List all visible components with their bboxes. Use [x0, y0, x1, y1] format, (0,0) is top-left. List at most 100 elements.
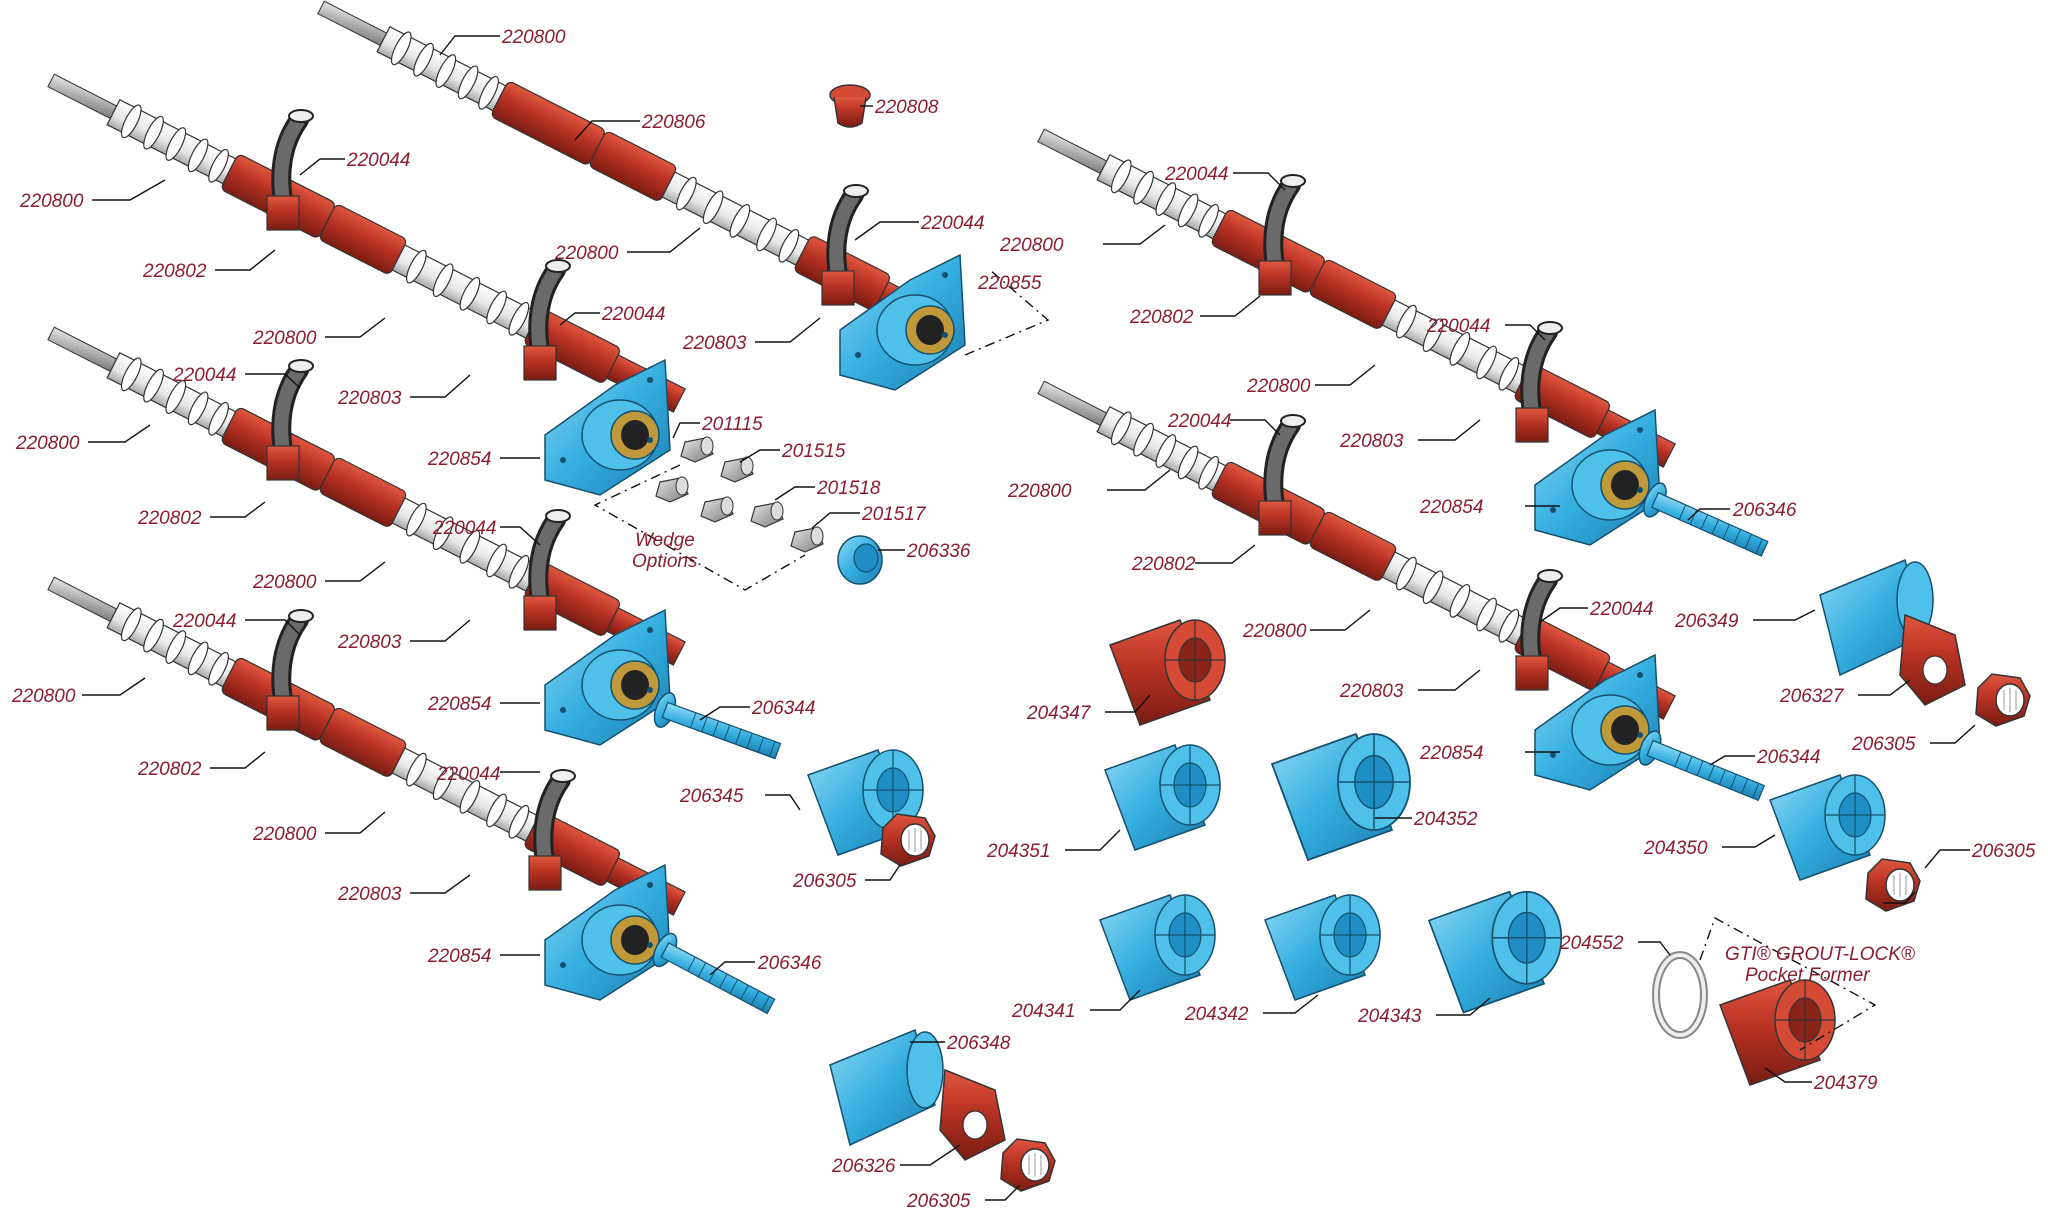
label-201115: 201115 — [701, 414, 763, 435]
dash-wedge — [593, 464, 806, 591]
label-220044-k: 220044 — [1589, 599, 1653, 620]
insert-206326 — [939, 1068, 1006, 1161]
ring-204552 — [1652, 951, 1708, 1039]
bolt-206346-right — [1638, 479, 1773, 567]
label-220854-e: 220854 — [1419, 743, 1483, 764]
label-220800-g: 220800 — [11, 686, 76, 707]
label-204347: 204347 — [1026, 703, 1092, 724]
label-220800-a: 220800 — [501, 27, 566, 48]
label-220854-a: 220854 — [427, 449, 491, 470]
label-206344-a: 206344 — [751, 698, 815, 719]
pocket-204342 — [1264, 894, 1381, 1001]
label-220044-f: 220044 — [172, 611, 236, 632]
label-206305-c: 206305 — [1851, 734, 1916, 755]
label-220800-i: 220800 — [999, 235, 1064, 256]
pocket-204341 — [1099, 894, 1216, 1001]
pocket-204352 — [1271, 733, 1411, 861]
capnut-206305-a — [880, 813, 936, 867]
grout-lock-204379 — [1719, 979, 1836, 1086]
label-220803-b: 220803 — [337, 388, 402, 409]
label-220800-c: 220800 — [554, 243, 619, 264]
label-220802-e: 220802 — [1131, 554, 1196, 575]
label-206326: 206326 — [831, 1156, 896, 1177]
label-220855: 220855 — [977, 273, 1042, 294]
label-206305-b: 206305 — [906, 1191, 971, 1212]
label-220044-g: 220044 — [436, 764, 500, 785]
label-204341: 204341 — [1011, 1001, 1075, 1022]
label-220808: 220808 — [874, 97, 939, 118]
capnut-206305-b — [1000, 1138, 1056, 1192]
cap-220808 — [829, 84, 871, 128]
label-220803-f: 220803 — [1339, 681, 1404, 702]
label-204343: 204343 — [1357, 1006, 1422, 1027]
label-220803-a: 220803 — [682, 333, 747, 354]
label-220803-e: 220803 — [1339, 431, 1404, 452]
insert-206327 — [1899, 613, 1966, 706]
label-220802-d: 220802 — [1129, 307, 1194, 328]
label-206346-b: 206346 — [1732, 500, 1797, 521]
label-204351: 204351 — [986, 841, 1050, 862]
label-220802-c: 220802 — [137, 759, 202, 780]
former-206348 — [829, 1028, 944, 1147]
label-220800-j: 220800 — [1246, 376, 1311, 397]
capnut-206305-c — [1975, 673, 2031, 727]
label-206345: 206345 — [679, 786, 744, 807]
leader-lines — [82, 35, 1976, 1201]
label-204379: 204379 — [1813, 1073, 1878, 1094]
dash-220855 — [964, 269, 1050, 356]
label-220854-b: 220854 — [427, 694, 491, 715]
label-220800-d: 220800 — [252, 328, 317, 349]
label-220044-d: 220044 — [172, 365, 236, 386]
label-206305-d: 206305 — [1971, 841, 2036, 862]
label-206348: 206348 — [946, 1033, 1011, 1054]
label-204352: 204352 — [1413, 809, 1478, 830]
pocket-204351 — [1104, 744, 1221, 851]
label-201517: 201517 — [861, 504, 927, 525]
label-220854-d: 220854 — [1419, 497, 1483, 518]
label-220044-b: 220044 — [920, 213, 984, 234]
label-206336: 206336 — [906, 541, 971, 562]
pocket-204347 — [1109, 619, 1226, 726]
label-220806: 220806 — [641, 112, 706, 133]
label-204342: 204342 — [1184, 1004, 1249, 1025]
caption-gti-line1: GTI® GROUT-LOCK® — [1725, 944, 1915, 965]
label-220803-d: 220803 — [337, 884, 402, 905]
label-204350: 204350 — [1643, 838, 1708, 859]
label-206346-a: 206346 — [757, 953, 822, 974]
label-201515: 201515 — [781, 441, 846, 462]
label-206344-b: 206344 — [1756, 747, 1820, 768]
bolt-206346-left — [647, 929, 781, 1023]
pocket-nut-206336 — [837, 535, 883, 585]
label-220044-a: 220044 — [346, 150, 410, 171]
label-220802-a: 220802 — [142, 261, 207, 282]
caption-gti-line2: Pocket Former — [1745, 965, 1870, 986]
label-206305-a: 206305 — [792, 871, 857, 892]
label-220800-h: 220800 — [252, 824, 317, 845]
label-220044-c: 220044 — [601, 304, 665, 325]
label-204552: 204552 — [1559, 933, 1624, 954]
label-206327: 206327 — [1779, 686, 1845, 707]
label-220044-i: 220044 — [1426, 316, 1490, 337]
pocket-204350 — [1769, 774, 1886, 881]
label-220044-j: 220044 — [1167, 411, 1231, 432]
label-220854-c: 220854 — [427, 946, 491, 967]
label-220044-e: 220044 — [432, 518, 496, 539]
part-labels: 220800 220806 220808 220044 220800 22080… — [11, 27, 2036, 1212]
label-220803-c: 220803 — [337, 632, 402, 653]
tendon-assembly-1 — [311, 0, 959, 346]
anchor-plate-1 — [544, 359, 671, 496]
label-220800-l: 220800 — [1242, 621, 1307, 642]
dash-gti — [1699, 916, 1877, 1051]
pocket-204343 — [1428, 890, 1563, 1014]
label-201518: 201518 — [816, 478, 881, 499]
label-220800-e: 220800 — [15, 433, 80, 454]
caption-wedge-line1: Wedge — [635, 530, 695, 551]
label-220802-b: 220802 — [137, 508, 202, 529]
label-220800-b: 220800 — [19, 191, 84, 212]
label-220044-h: 220044 — [1164, 164, 1228, 185]
bolt-206344-right — [1634, 727, 1769, 811]
label-206349: 206349 — [1674, 611, 1739, 632]
label-220800-k: 220800 — [1007, 481, 1072, 502]
